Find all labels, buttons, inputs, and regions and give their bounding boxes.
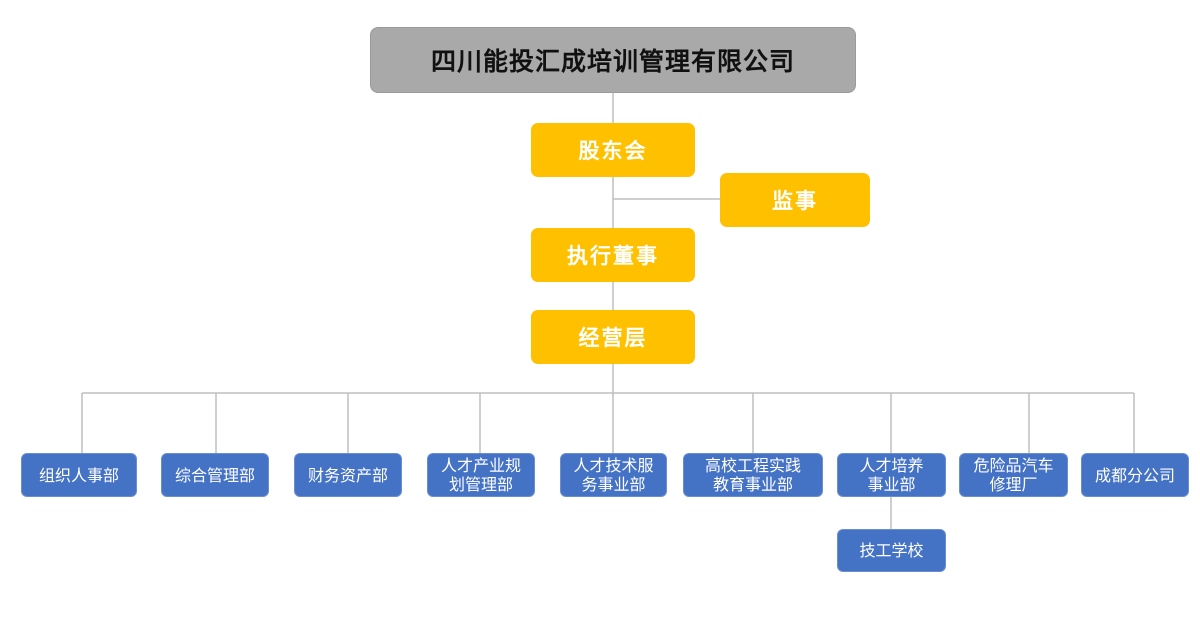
department-node: 综合管理部: [161, 453, 269, 497]
department-node: 人才培养 事业部: [837, 453, 946, 497]
shareholders-node: 股东会: [531, 123, 695, 177]
technical-school-node: 技工学校: [837, 529, 946, 572]
department-node: 组织人事部: [21, 453, 137, 497]
department-node: 人才产业规 划管理部: [427, 453, 535, 497]
executive-director-node: 执行董事: [531, 228, 695, 282]
department-node: 成都分公司: [1081, 453, 1189, 497]
department-node: 财务资产部: [294, 453, 402, 497]
supervisor-node: 监事: [720, 173, 870, 227]
department-node: 危险品汽车 修理厂: [959, 453, 1068, 497]
department-node: 人才技术服 务事业部: [560, 453, 667, 497]
management-node: 经营层: [531, 310, 695, 364]
department-node: 高校工程实践 教育事业部: [683, 453, 823, 497]
company-root-node: 四川能投汇成培训管理有限公司: [370, 27, 856, 93]
